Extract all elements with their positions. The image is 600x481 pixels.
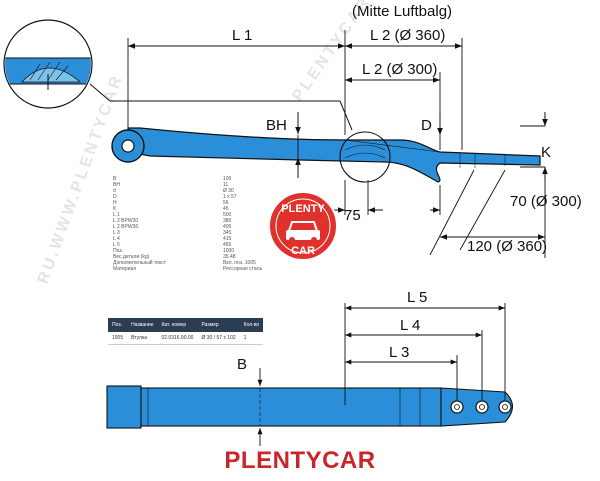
- detail-magnifier: [3, 19, 353, 131]
- spec-key: Материал: [113, 266, 137, 272]
- spec-value: 405: [223, 224, 232, 230]
- dim-b: B: [237, 356, 247, 373]
- parts-cell: Ø 30 / 57 x 102: [197, 332, 240, 345]
- parts-cell: 1: [239, 332, 264, 345]
- parts-header-cell: Кат. номер: [157, 318, 198, 332]
- logo-bottom-text: CAR: [291, 245, 315, 257]
- spec-value: 1000: [223, 248, 235, 254]
- spec-row: B 100: [113, 176, 273, 182]
- dim-l2-300: L 2 (Ø 300): [362, 61, 437, 78]
- spec-value: 345: [223, 230, 232, 236]
- plentycar-logo: PLENTY CAR: [268, 191, 338, 261]
- spec-value: 100: [223, 176, 232, 182]
- spec-value: Ø 30: [223, 188, 234, 194]
- spec-row: D 1 x 57: [113, 194, 273, 200]
- mitte-luftbalg-label: (Mitte Luftbalg): [352, 3, 452, 20]
- spec-value: 1 x 57: [223, 194, 237, 200]
- spec-row: d Ø 30: [113, 188, 273, 194]
- spec-row: Поз. 1000: [113, 248, 273, 254]
- spec-key: H: [113, 200, 117, 206]
- spec-value: 380: [223, 218, 232, 224]
- spring-top-view: [106, 385, 514, 429]
- parts-header-cell: Название: [127, 318, 158, 332]
- spring-side-view: [111, 127, 541, 183]
- dim-l4: L 4: [400, 317, 420, 334]
- spec-value: 465: [223, 242, 232, 248]
- spec-value: 500: [223, 212, 232, 218]
- brand-name: PLENTYCAR: [224, 447, 376, 474]
- dim-bh: BH: [266, 117, 287, 134]
- spec-key: K: [113, 206, 117, 212]
- spec-value: 45: [223, 206, 229, 212]
- spec-key: L 5: [113, 242, 120, 248]
- spec-value: Вкл. поз. 1005: [223, 260, 256, 266]
- spec-row: H 56: [113, 200, 273, 206]
- spec-row: BH 11: [113, 182, 273, 188]
- spec-key: D: [113, 194, 117, 200]
- spec-value: 11: [223, 182, 229, 188]
- dimension-arrows: [128, 43, 548, 240]
- spec-row: L 1 500: [113, 212, 273, 218]
- spec-row: L 3 345: [113, 230, 273, 236]
- spec-value: 415: [223, 236, 232, 242]
- top-view-dimensions: [257, 303, 506, 446]
- dim-d: D: [421, 117, 432, 134]
- parts-header-cell: Размер: [197, 318, 240, 332]
- spec-value: 35.48: [223, 254, 236, 260]
- dim-k: K: [541, 144, 551, 161]
- spec-key: L 4: [113, 236, 120, 242]
- spec-row: L 5 465: [113, 242, 273, 248]
- dim-l1: L 1: [232, 27, 252, 44]
- spec-row: Вес детали (kg) 35.48: [113, 254, 273, 260]
- spec-row: K 45: [113, 206, 273, 212]
- spec-key: d: [113, 188, 116, 194]
- parts-header-cell: Поз.: [108, 318, 128, 332]
- spec-row: L 2 BPW36 405: [113, 224, 273, 230]
- spec-key: L 2 BPW30: [113, 218, 139, 224]
- spec-row: L 2 BPW30 380: [113, 218, 273, 224]
- spec-key: L 2 BPW36: [113, 224, 139, 230]
- spec-key: Поз.: [113, 248, 123, 254]
- dim-120-360: 120 (Ø 360): [467, 238, 547, 255]
- spec-row: Материал Рессорная сталь: [113, 266, 273, 272]
- dim-l2-360: L 2 (Ø 360): [370, 27, 445, 44]
- spec-key: Дополнительный текст: [113, 260, 167, 266]
- spec-key: Вес детали (kg): [113, 254, 150, 260]
- spec-key: L 3: [113, 230, 120, 236]
- dim-l5: L 5: [407, 289, 427, 306]
- spec-value: Рессорная сталь: [223, 266, 263, 272]
- spec-key: BH: [113, 182, 120, 188]
- parts-cell: 02.0316.90.00: [157, 332, 198, 345]
- spec-key: L 1: [113, 212, 120, 218]
- dim-70-300: 70 (Ø 300): [510, 193, 582, 210]
- dim-l3: L 3: [389, 344, 409, 361]
- spec-row: Дополнительный текст Вкл. поз. 1005: [113, 260, 273, 266]
- spec-key: B: [113, 176, 117, 182]
- logo-top-text: PLENTY: [281, 203, 325, 215]
- spec-value: 56: [223, 200, 229, 206]
- parts-cell: Втулка: [127, 332, 158, 345]
- parts-cell: 1005: [108, 332, 128, 345]
- dim-75: 75: [344, 207, 361, 224]
- spec-row: L 4 415: [113, 236, 273, 242]
- parts-header-cell: Кол-во: [239, 318, 264, 332]
